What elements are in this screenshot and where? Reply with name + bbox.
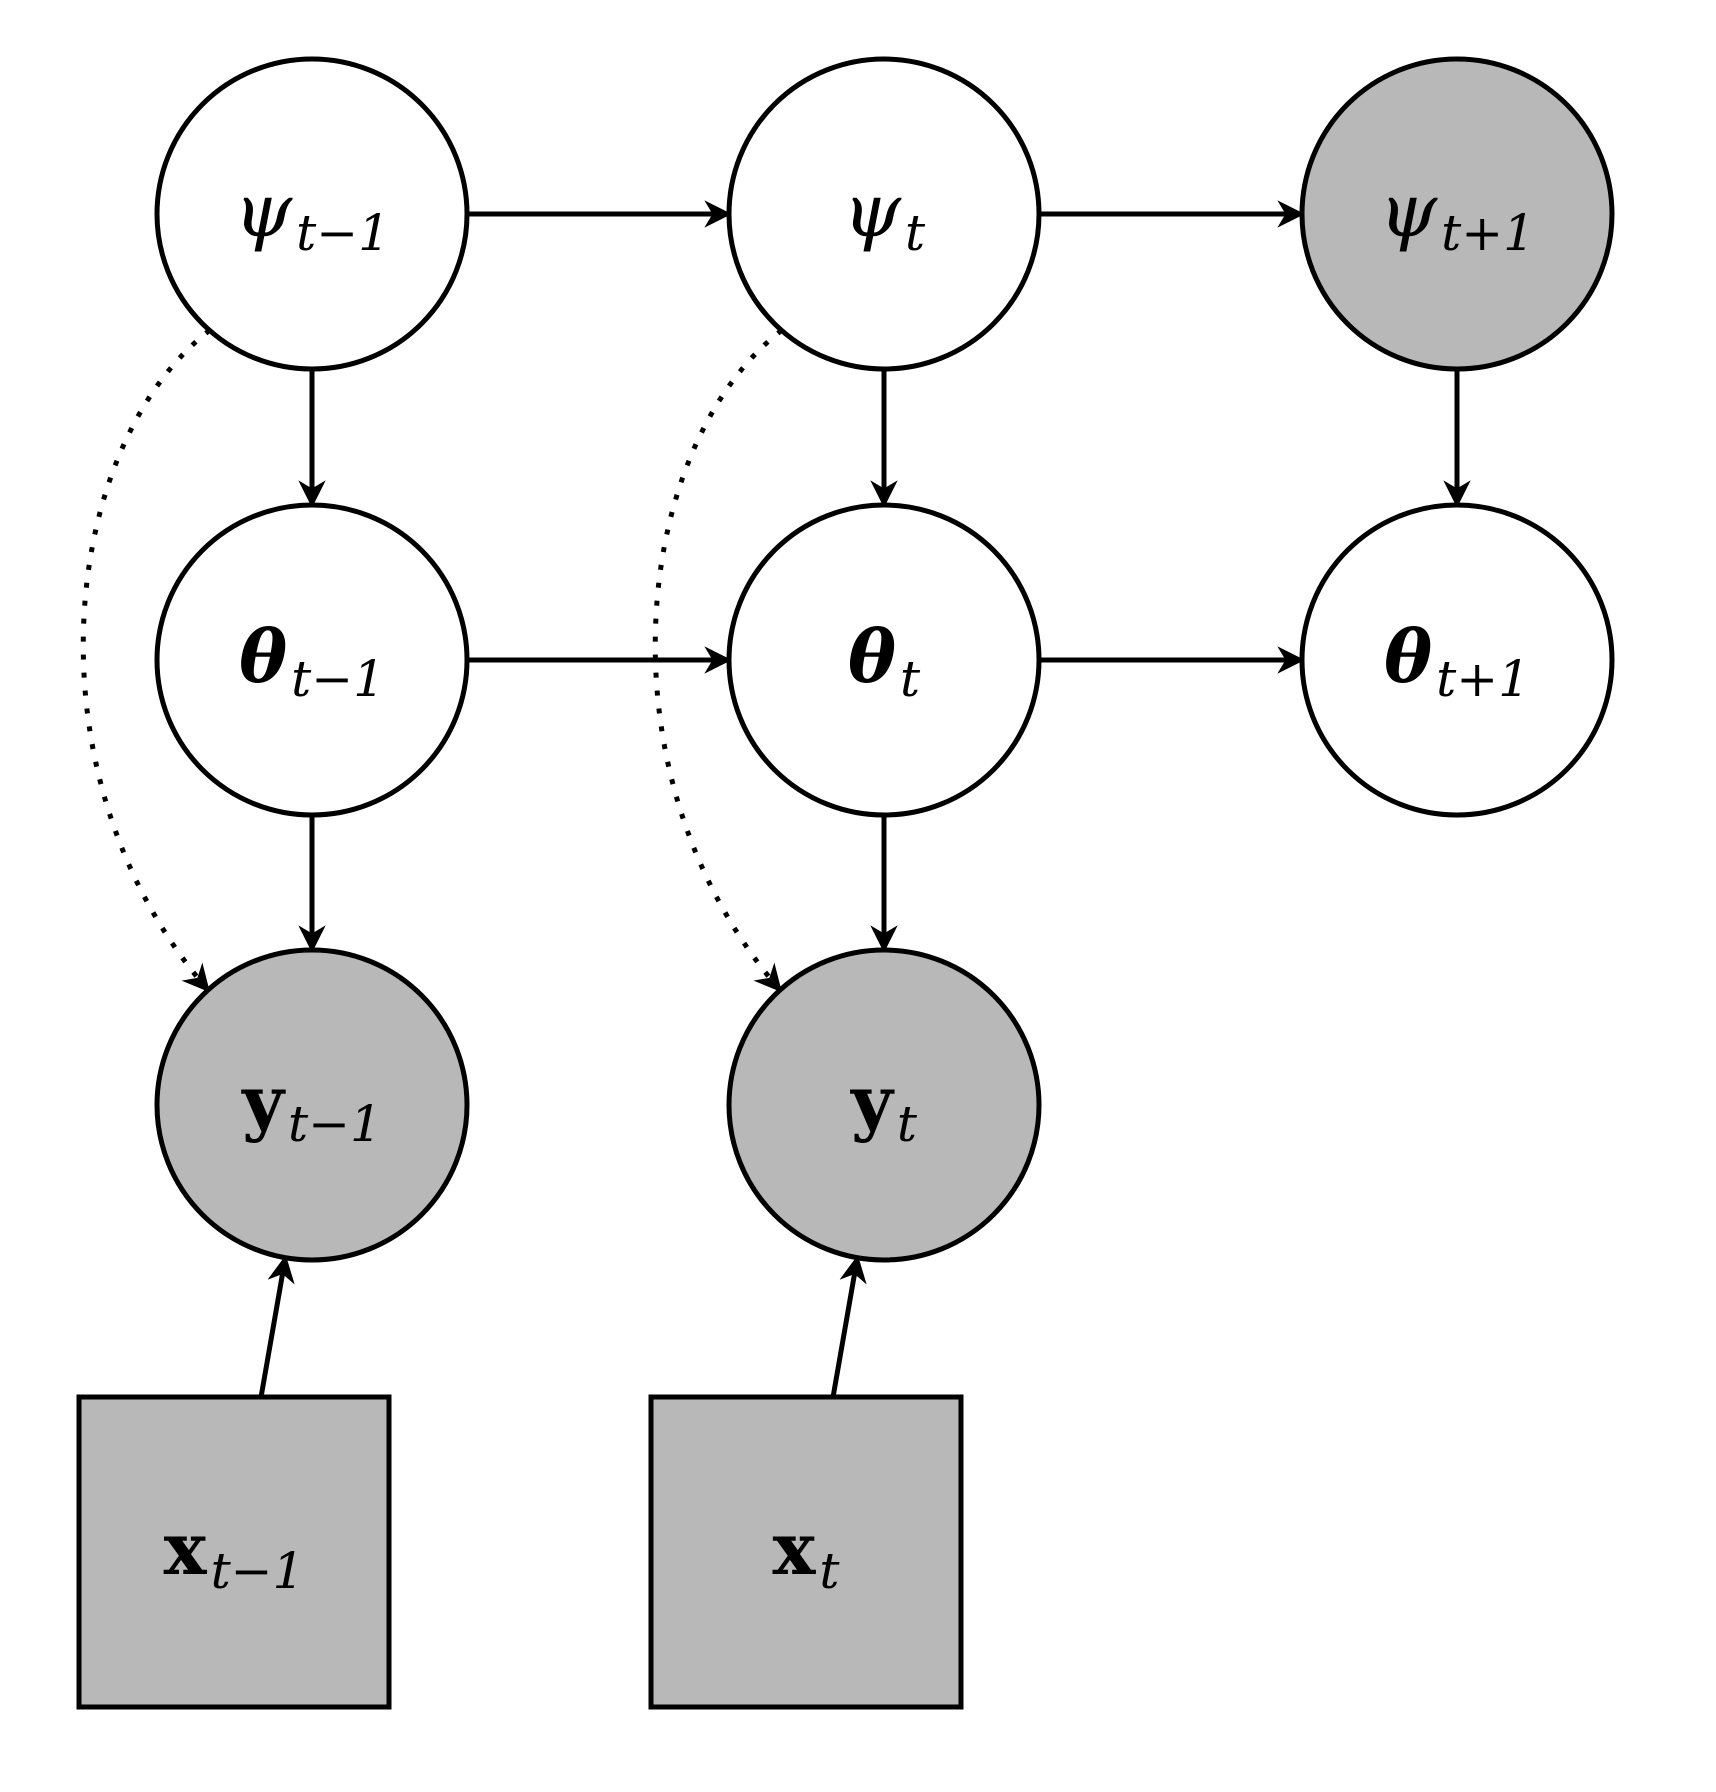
psi-curr-circle — [726, 56, 1042, 372]
x-prev-symbol: x — [164, 1506, 208, 1591]
edge-x_prev-to-y_prev — [258, 1254, 295, 1398]
theta-next-subscript: t+1 — [1436, 650, 1530, 708]
node-psi-prev: ψt−1 — [154, 56, 470, 372]
psi-prev-subscript: t−1 — [296, 204, 390, 262]
edge-x_curr-to-y_curr — [830, 1254, 867, 1398]
psi-prev-symbol: ψ — [234, 168, 293, 254]
node-y-prev: yt−1 — [154, 947, 470, 1263]
edge-psi_prev-to-y_prev — [80, 328, 212, 993]
node-theta-prev: θt−1 — [154, 502, 470, 818]
node-x-prev: xt−1 — [76, 1394, 392, 1710]
y-curr-symbol: y — [850, 1059, 895, 1144]
x-prev-label: xt−1 — [164, 1506, 305, 1600]
psi-next-circle — [1299, 56, 1615, 372]
theta-next-label: θt+1 — [1384, 614, 1530, 708]
y-prev-circle — [154, 947, 470, 1263]
y-prev-subscript: t−1 — [288, 1095, 382, 1153]
edge-psi_curr-to-y_curr — [652, 328, 784, 993]
y-curr-subscript: t — [897, 1095, 918, 1153]
node-theta-curr: θt — [726, 502, 1042, 818]
x-curr-square — [648, 1394, 964, 1710]
theta-next-symbol: θ — [1384, 614, 1432, 699]
node-psi-curr: ψt — [726, 56, 1042, 372]
theta-prev-label: θt−1 — [239, 614, 385, 708]
theta-curr-label: θt — [848, 614, 921, 708]
node-y-curr: yt — [726, 947, 1042, 1263]
psi-curr-label: ψt — [843, 168, 926, 262]
psi-next-subscript: t+1 — [1441, 204, 1535, 262]
psi-prev-label: ψt−1 — [234, 168, 390, 262]
x-prev-square — [76, 1394, 392, 1710]
x-curr-subscript: t — [819, 1542, 840, 1600]
node-psi-next: ψt+1 — [1299, 56, 1615, 372]
psi-next-symbol: ψ — [1379, 168, 1438, 254]
y-curr-label: yt — [850, 1059, 918, 1153]
node-theta-next: θt+1 — [1299, 502, 1615, 818]
node-x-curr: xt — [648, 1394, 964, 1710]
theta-prev-symbol: θ — [239, 614, 287, 699]
theta-next-circle — [1299, 502, 1615, 818]
theta-curr-subscript: t — [900, 650, 921, 708]
psi-curr-symbol: ψ — [843, 168, 902, 254]
x-prev-subscript: t−1 — [211, 1542, 305, 1600]
y-prev-label: yt−1 — [241, 1059, 382, 1153]
theta-curr-symbol: θ — [848, 614, 896, 699]
theta-curr-circle — [726, 502, 1042, 818]
theta-prev-circle — [154, 502, 470, 818]
psi-next-label: ψt+1 — [1379, 168, 1535, 262]
y-prev-symbol: y — [241, 1059, 286, 1144]
psi-curr-subscript: t — [905, 204, 926, 262]
edges — [80, 200, 1471, 1398]
x-curr-symbol: x — [772, 1506, 816, 1591]
y-curr-circle — [726, 947, 1042, 1263]
theta-prev-subscript: t−1 — [291, 650, 385, 708]
psi-prev-circle — [154, 56, 470, 372]
x-curr-label: xt — [772, 1506, 840, 1600]
